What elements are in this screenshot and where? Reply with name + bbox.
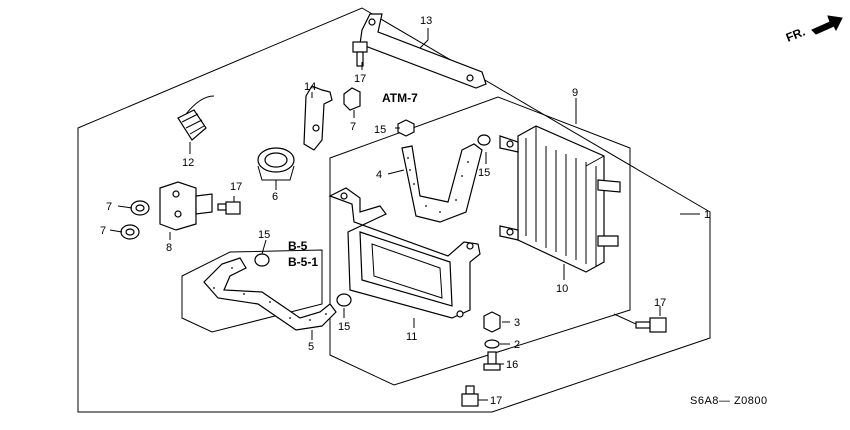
callout-15-lower: 15 [338, 321, 350, 333]
callout-2: 2 [514, 339, 520, 351]
washer-2 [484, 339, 500, 349]
bolt-17-top [352, 41, 368, 67]
callout-4: 4 [376, 169, 382, 181]
callout-7-top: 7 [350, 121, 356, 133]
clip-7-top [343, 87, 361, 111]
callout-17-top: 17 [354, 73, 366, 85]
arrow-icon [811, 15, 843, 35]
callout-15-upper: 15 [478, 167, 490, 179]
reference-b-5-1: B-5-1 [288, 255, 318, 269]
callout-13: 13 [420, 15, 432, 27]
inner-frame [329, 96, 631, 386]
diagram-code: S6A8— Z0800 [690, 395, 768, 407]
callout-7-left-a: 7 [106, 201, 112, 213]
reference-b-5: B-5 [288, 239, 308, 253]
mat-12 [177, 95, 215, 141]
callout-16: 16 [506, 359, 518, 371]
clamp-15-upper [477, 134, 491, 146]
callout-12: 12 [182, 157, 194, 169]
nut-15-atm [397, 119, 415, 137]
callout-17-bottom: 17 [490, 395, 502, 407]
callout-15-left: 15 [258, 229, 270, 241]
callout-17-mid: 17 [230, 181, 242, 193]
stay-14 [303, 85, 333, 151]
hose-frame [181, 249, 323, 333]
outer-frame [77, 7, 711, 413]
direction-label: FR. [784, 25, 807, 45]
bracket-13 [359, 13, 487, 89]
clamp-15-lower [336, 293, 352, 307]
clip-7-left-a [130, 200, 150, 216]
callout-6: 6 [272, 191, 278, 203]
callout-5: 5 [308, 341, 314, 353]
callout-10: 10 [556, 283, 568, 295]
bracket-11 [328, 187, 481, 319]
nut-3 [483, 311, 501, 333]
reference-atm-7: ATM-7 [382, 91, 418, 105]
leader-lines [109, 28, 700, 401]
callout-11: 11 [406, 331, 417, 343]
bolt-17-bottom [461, 385, 479, 407]
callout-14: 14 [304, 81, 316, 93]
callout-7-left-b: 7 [100, 225, 106, 237]
callout-15-atm: 15 [374, 124, 386, 136]
clamp-15-left [254, 253, 270, 267]
callout-8: 8 [166, 242, 172, 254]
oil-cooler-9-10 [499, 125, 621, 273]
hose-5 [203, 257, 337, 331]
callout-17-right: 17 [654, 297, 666, 309]
callout-3: 3 [514, 317, 520, 329]
bolt-17-mid [217, 201, 241, 215]
callout-labels: 1 2 3 4 5 6 7 7 7 8 9 10 11 12 13 14 15 … [100, 15, 710, 407]
grommet-6 [257, 147, 295, 181]
callout-1: 1 [704, 209, 710, 221]
bolt-17-right [635, 317, 667, 333]
callout-9: 9 [572, 87, 578, 99]
front-direction-indicator: FR. [784, 15, 843, 45]
hose-4 [401, 143, 483, 223]
bolt-16 [483, 351, 501, 371]
bracket-8 [159, 181, 213, 231]
clip-7-left-b [120, 224, 140, 240]
